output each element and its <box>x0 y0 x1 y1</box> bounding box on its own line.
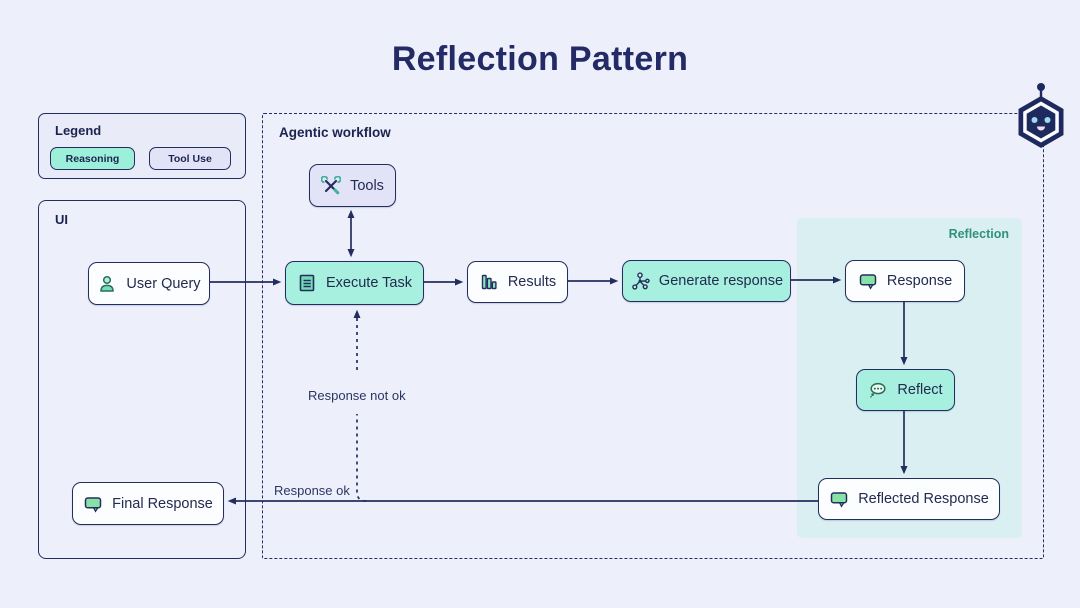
node-user-query: User Query <box>88 262 210 305</box>
edge-label-response-ok: Response ok <box>274 483 350 498</box>
node-label: Response <box>886 273 953 289</box>
node-generate-response: Generate response <box>622 260 791 302</box>
node-tools: Tools <box>309 164 396 207</box>
node-final-response: Final Response <box>72 482 224 525</box>
ui-panel: UI <box>38 200 246 559</box>
node-label: Reflect <box>897 382 943 398</box>
speech-bubble-icon <box>830 492 848 508</box>
node-results: Results <box>467 261 568 303</box>
ui-panel-title: UI <box>55 212 68 227</box>
task-list-icon <box>299 274 315 292</box>
legend-title: Legend <box>55 123 102 138</box>
page-title: Reflection Pattern <box>391 40 689 78</box>
legend-panel: Legend Reasoning Tool Use <box>38 113 246 179</box>
node-graph-icon <box>632 272 650 290</box>
node-label: Reflected Response <box>858 491 989 507</box>
edge-label-response-not-ok: Response not ok <box>308 388 406 403</box>
node-label: Generate response <box>658 273 784 289</box>
bar-chart-icon <box>481 274 497 290</box>
node-label: User Query <box>126 275 201 292</box>
tools-icon <box>321 175 342 194</box>
node-label: Final Response <box>112 495 213 512</box>
agentic-workflow-panel: Agentic workflow <box>262 113 1044 559</box>
workflow-title: Agentic workflow <box>279 125 391 140</box>
reflection-title: Reflection <box>948 227 1009 241</box>
user-icon <box>100 275 115 292</box>
node-execute-task: Execute Task <box>285 261 424 305</box>
node-label: Tools <box>350 177 384 194</box>
speech-bubble-icon <box>859 274 877 290</box>
node-reflect: Reflect <box>856 369 955 411</box>
node-label: Execute Task <box>326 275 412 291</box>
thought-bubble-icon <box>870 382 886 398</box>
legend-pills: Reasoning Tool Use <box>50 147 231 170</box>
node-reflected-response: Reflected Response <box>818 478 1000 520</box>
speech-bubble-icon <box>84 496 102 513</box>
legend-pill-reasoning: Reasoning <box>50 147 135 170</box>
legend-pill-tool-use: Tool Use <box>149 147 231 170</box>
robot-icon <box>1018 83 1064 148</box>
node-label: Results <box>507 274 557 290</box>
node-response: Response <box>845 260 965 302</box>
